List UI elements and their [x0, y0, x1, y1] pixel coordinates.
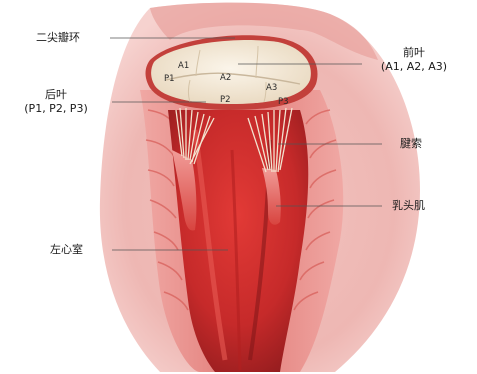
- label-anterior-group: 前叶 (A1, A2, A3): [364, 46, 464, 74]
- segment-a3: A3: [266, 83, 277, 93]
- label-annulus: 二尖瓣环: [36, 31, 80, 45]
- label-anterior-segments: (A1, A2, A3): [364, 60, 464, 74]
- segment-a2: A2: [220, 73, 231, 83]
- segment-p2: P2: [220, 95, 231, 105]
- label-anterior: 前叶: [364, 46, 464, 60]
- label-papillary: 乳头肌: [392, 199, 425, 213]
- label-posterior-segments: (P1, P2, P3): [4, 102, 108, 116]
- label-posterior: 后叶: [4, 88, 108, 102]
- label-left-ventricle: 左心室: [50, 243, 83, 257]
- label-chordae: 腱索: [400, 137, 422, 151]
- segment-a1: A1: [178, 61, 189, 71]
- segment-p3: P3: [278, 97, 289, 107]
- label-posterior-group: 后叶 (P1, P2, P3): [4, 88, 108, 116]
- segment-p1: P1: [164, 74, 175, 84]
